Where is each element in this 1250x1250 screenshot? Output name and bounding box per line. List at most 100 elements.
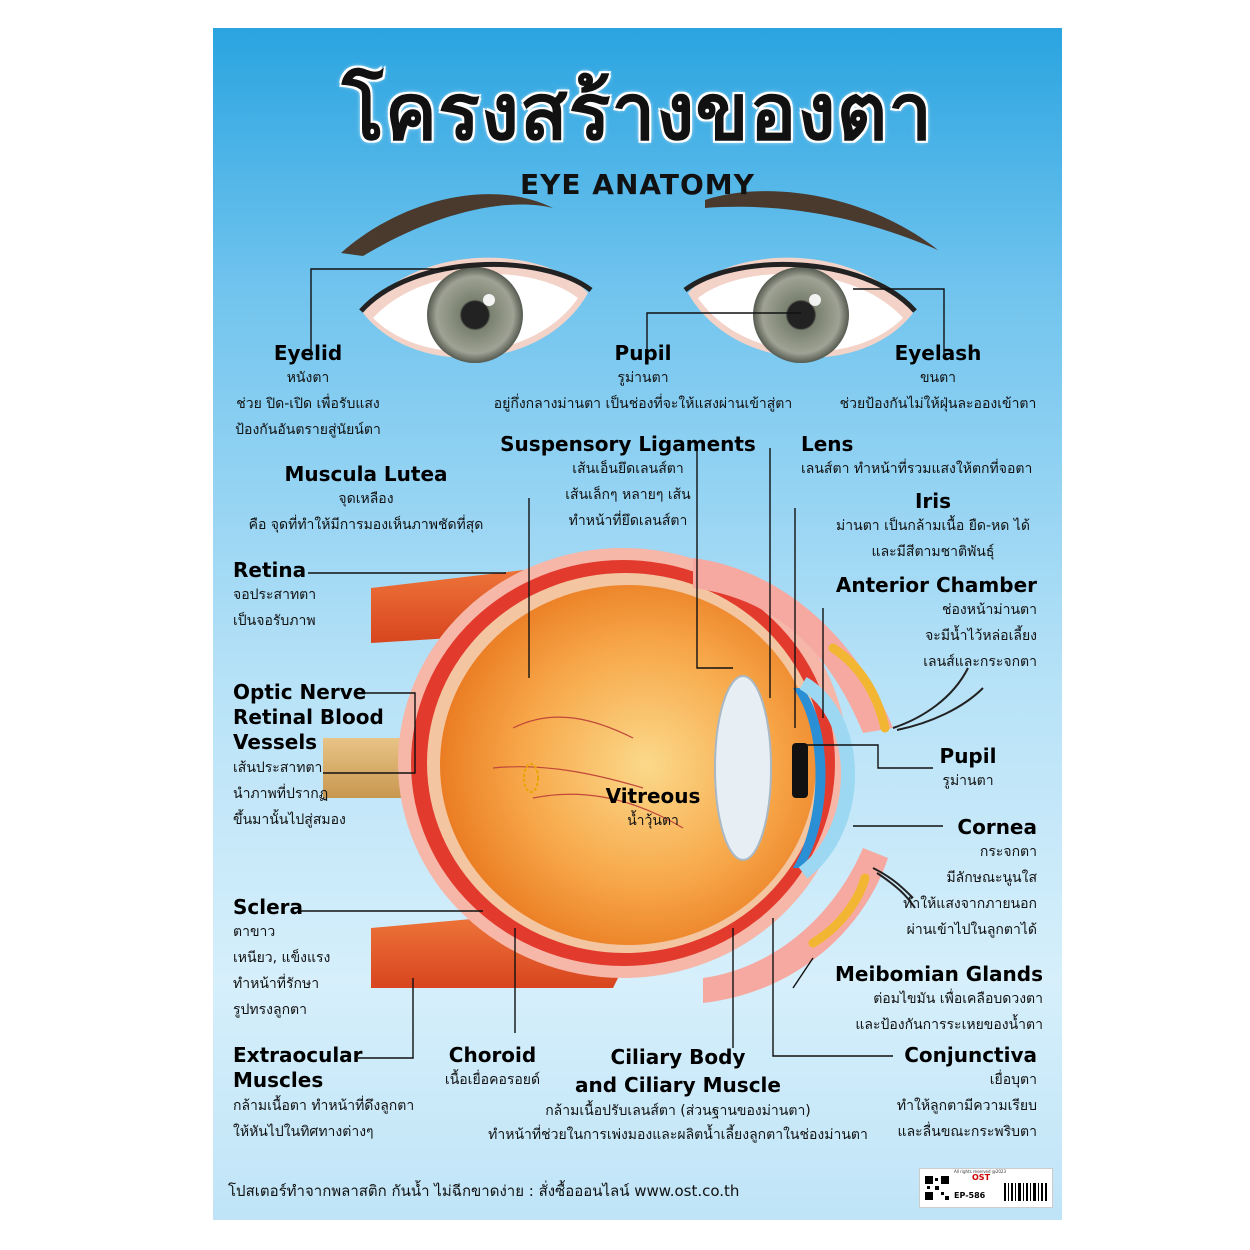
label-ciliary-name: Ciliary Body [610,1045,746,1069]
product-badge: All rights reserved @2023 OST EP-586 [919,1168,1053,1208]
lens-shape [714,675,772,861]
label-extraocular-name: Muscles [233,1068,324,1092]
label-optic-name: Retinal Blood [233,705,384,729]
label-extraocular-line: กล้ามเนื้อตา ทำหน้าที่ดึงลูกตา [233,1098,415,1114]
upper-meibomian [828,643,890,733]
label-sclera-name: Sclera [233,895,304,919]
footer-text: โปสเตอร์ทำจากพลาสติก กันน้ำ ไม่ฉีกขาดง่า… [228,1182,740,1200]
label-muscula-line: คือ จุดที่ทำให้มีการมองเห็นภาพชัดที่สุด [248,517,484,533]
leader-lines [301,268,945,1059]
rights-text: All rights reserved @2023 [954,1169,1007,1174]
upper-lashes [892,667,984,731]
label-ciliary-line: กล้ามเนื้อปรับเลนส์ตา (ส่วนฐานของม่านตา) [545,1103,811,1119]
label-suspensory-ligaments: Suspensory Ligaments เส้นเอ็นยึดเลนส์ตา … [483,432,773,534]
label-iris-line: ม่านตา เป็นกล้ามเนื้อ ยืด-หด ได้ [836,518,1030,534]
lower-meibomian [808,873,870,948]
label-eyelid-line: หนังตา [286,370,330,386]
label-cornea: Cornea กระจกตา มีลักษณะนูนใส ทำให้แสงจาก… [853,815,1037,943]
label-eyelid: Eyelid หนังตา ช่วย ปิด-เปิด เพื่อรับแสง … [233,341,383,443]
label-cornea-name: Cornea [957,815,1037,839]
label-vitreous-line: น้ำวุ้นตา [627,813,679,829]
label-vitreous: Vitreous น้ำวุ้นตา [598,784,708,834]
label-eyelash-line: ช่วยป้องกันไม่ให้ฝุ่นละอองเข้าตา [839,396,1037,412]
label-cornea-line: ทำให้แสงจากภายนอก [903,896,1037,912]
label-eyelid-name: Eyelid [273,341,343,365]
label-eyelid-line: ป้องกันอันตรายสู่นัยน์ตา [235,422,381,438]
label-extraocular-muscles: Extraocular Muscles กล้ามเนื้อตา ทำหน้าท… [233,1043,414,1145]
label-sclera: Sclera ตาขาว เหนียว, แข็งแรง ทำหน้าที่รั… [233,895,330,1023]
lower-eyelid [703,848,888,1003]
label-optic-name: Optic Nerve [233,680,367,704]
label-eyelash-name: Eyelash [894,341,982,365]
label-optic-line: ขึ้นมานั้นไปสู่สมอง [233,812,346,828]
brand-logo: OST [972,1173,991,1182]
label-pupil-side: Pupil รูม่านตา [928,744,1008,794]
label-lens-name: Lens [801,432,854,456]
label-suspensory-line: เส้นเอ็นยึดเลนส์ตา [572,461,684,477]
label-muscula-name: Muscula Lutea [284,462,448,486]
label-muscula-lutea: Muscula Lutea จุดเหลือง คือ จุดที่ทำให้ม… [231,462,501,538]
label-cornea-line: กระจกตา [979,844,1037,860]
left-eyebrow [341,194,553,256]
label-conjunctiva-line: เยื่อบุตา [989,1072,1037,1088]
label-optic-line: นำภาพที่ปรากฏ [233,786,329,802]
label-iris: Iris ม่านตา เป็นกล้ามเนื้อ ยืด-หด ได้ แล… [818,489,1048,565]
label-meibomian-line: และป้องกันการระเหยของน้ำตา [855,1017,1043,1033]
label-eyelash: Eyelash ขนตา ช่วยป้องกันไม่ให้ฝุ่นละอองเ… [833,341,1043,417]
label-meibomian-line: ต่อมไขมัน เพื่อเคลือบดวงตา [873,991,1043,1007]
label-suspensory-line: เส้นเล็กๆ หลายๆ เส้น [565,487,691,503]
label-sclera-line: ทำหน้าที่รักษา [233,976,320,992]
label-meibomian-glands: Meibomian Glands ต่อมไขมัน เพื่อเคลือบดว… [798,962,1043,1038]
label-sclera-line: รูปทรงลูกตา [233,1002,307,1018]
qr-code-icon [924,1175,950,1201]
label-anterior-line: ช่องหน้าม่านตา [941,602,1037,618]
label-pupil-side-line: รูม่านตา [942,773,994,789]
label-muscula-line: จุดเหลือง [338,491,394,507]
label-anterior-line: เลนส์และกระจกตา [923,654,1037,670]
label-anterior-chamber: Anterior Chamber ช่องหน้าม่านตา จะมีน้ำไ… [813,573,1037,675]
left-front-eye [359,257,593,363]
label-choroid: Choroid เนื้อเยื่อคอรอยด์ [435,1043,550,1093]
label-conjunctiva-line: และลื่นขณะกระพริบตา [897,1124,1037,1140]
label-meibomian-name: Meibomian Glands [835,962,1043,986]
label-conjunctiva-line: ทำให้ลูกตามีความเรียบ [896,1098,1037,1114]
label-pupil-side-name: Pupil [939,744,997,768]
label-vitreous-name: Vitreous [605,784,701,808]
label-pupil-top-name: Pupil [614,341,672,365]
title-english: EYE ANATOMY [520,168,755,201]
label-choroid-name: Choroid [448,1043,537,1067]
label-lens: Lens เลนส์ตา ทำหน้าที่รวมแสงให้ตกที่จอตา [801,432,1032,482]
label-cornea-line: มีลักษณะนูนใส [946,870,1037,886]
label-retina: Retina จอประสาทตา เป็นจอรับภาพ [233,558,316,634]
label-retina-line: เป็นจอรับภาพ [233,613,316,629]
label-eyelid-line: ช่วย ปิด-เปิด เพื่อรับแสง [236,396,380,412]
label-optic-nerve: Optic Nerve Retinal Blood Vessels เส้นปร… [233,680,384,833]
right-eyebrow [705,191,938,250]
pupil-shape [792,743,808,798]
lower-lashes [872,867,916,909]
label-eyelash-line: ขนตา [919,370,957,386]
iris-shape [793,688,826,868]
upper-eyelid [693,558,893,733]
label-extraocular-line: ให้หันไปในทิศทางต่างๆ [233,1124,374,1140]
label-optic-line: เส้นประสาทตา [233,760,323,776]
label-optic-name: Vessels [233,730,318,754]
label-pupil-top-line: อยู่กึ่งกลางม่านตา เป็นช่องที่จะให้แสงผ่… [493,396,793,412]
label-suspensory-name: Suspensory Ligaments [500,432,756,456]
label-conjunctiva: Conjunctiva เยื่อบุตา ทำให้ลูกตามีความเร… [873,1043,1037,1145]
label-anterior-name: Anterior Chamber [835,573,1037,597]
barcode-icon [1004,1183,1047,1201]
eye-illustration [301,191,984,1059]
label-ciliary-line: ทำหน้าที่ช่วยในการเพ่งมองและผลิตน้ำเลี้ย… [488,1127,868,1143]
label-choroid-line: เนื้อเยื่อคอรอยด์ [444,1072,541,1088]
label-extraocular-name: Extraocular [233,1043,363,1067]
label-sclera-line: เหนียว, แข็งแรง [233,950,331,966]
label-ciliary-body: Ciliary Body and Ciliary Muscle กล้ามเนื… [473,1043,883,1147]
label-iris-name: Iris [914,489,952,513]
label-iris-line: และมีสีตามชาติพันธุ์ [871,544,995,560]
label-sclera-line: ตาขาว [233,924,276,940]
label-pupil-top-line: รูม่านตา [617,370,669,386]
label-retina-line: จอประสาทตา [233,587,317,603]
label-suspensory-line: ทำหน้าที่ยึดเลนส์ตา [568,513,688,529]
label-ciliary-name: and Ciliary Muscle [575,1073,781,1097]
